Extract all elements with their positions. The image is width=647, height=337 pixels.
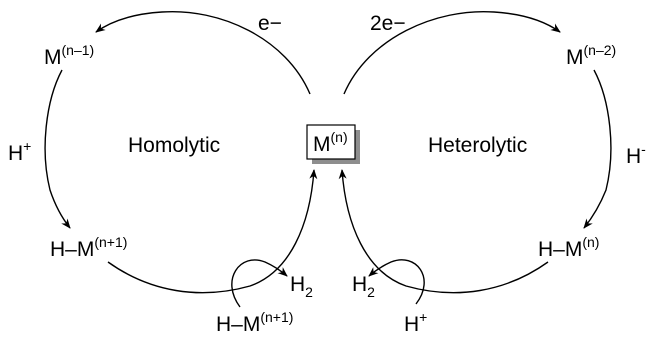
h2-product-left: H2 <box>290 273 313 300</box>
species-right-top: M(n–2) <box>566 42 616 69</box>
homolytic-arc-top <box>95 10 311 95</box>
electron-input-right: 2e− <box>370 12 406 35</box>
species-left-top: M(n–1) <box>44 42 94 69</box>
reagent-bottom-right: H+ <box>404 309 427 336</box>
h2-product-right: H2 <box>352 273 375 300</box>
heterolytic-arc-right <box>583 69 612 229</box>
heterolytic-small-arrow <box>368 259 425 305</box>
homolytic-title: Homolytic <box>128 134 220 157</box>
homolytic-small-arrow <box>231 259 288 308</box>
species-right-bottom: H–M(n) <box>538 234 599 261</box>
reagent-bottom-left: H–M(n+1) <box>216 309 293 336</box>
center-box <box>306 124 356 160</box>
heterolytic-arc-top <box>343 10 561 95</box>
homolytic-arc-left <box>44 69 71 229</box>
hydride-input-right: H- <box>626 141 646 168</box>
proton-input-left: H+ <box>8 138 31 165</box>
center-species: M(n) <box>313 129 348 156</box>
electron-input-left: e− <box>258 12 282 35</box>
species-left-bottom: H–M(n+1) <box>50 234 127 261</box>
heterolytic-arc-bottom <box>338 169 549 294</box>
heterolytic-title: Heterolytic <box>428 134 527 157</box>
homolytic-arc-bottom <box>107 169 318 294</box>
